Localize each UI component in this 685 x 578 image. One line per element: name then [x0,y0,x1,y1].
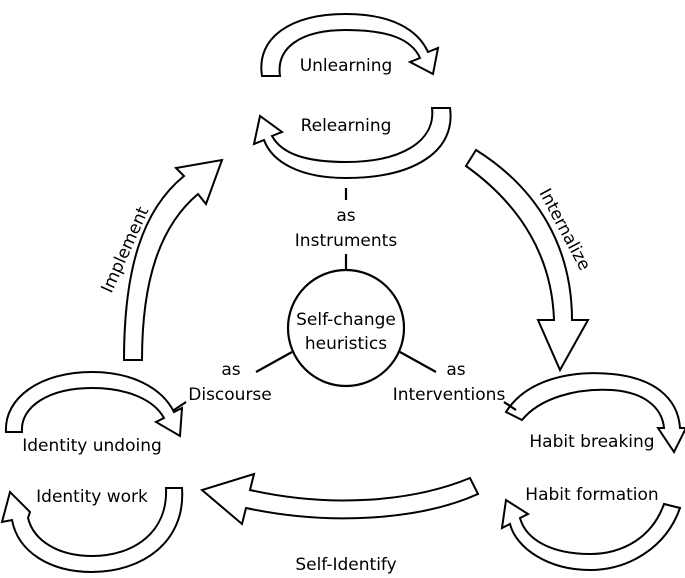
connector-right [399,351,437,373]
connector-left [255,351,293,373]
unlearning-arrow [260,12,440,77]
identity-work-label: Identity work [36,487,148,507]
self-identify-arrow [199,472,480,526]
habit-breaking-arrow [504,372,685,454]
unlearning-label: Unlearning [300,56,393,76]
connector-top-label: Instruments [295,231,398,251]
relearning-label: Relearning [301,116,392,136]
habit-formation-label: Habit formation [525,485,658,505]
top-cycle: Unlearning Relearning [252,12,452,180]
connector-right-label: Interventions [393,385,506,405]
connector-right-label-as: as [446,360,465,380]
center-label-line1: Self-change [296,310,396,330]
habit-breaking-label: Habit breaking [529,432,654,452]
center-circle [286,268,406,388]
implement-arrow [122,158,224,361]
connector-right-outer [503,401,517,411]
connector-top-label-as: as [336,206,355,226]
connector-left-outer [173,401,187,411]
center-label-line2: heuristics [305,334,387,354]
self-identify-label: Self-Identify [295,555,396,575]
relearning-arrow [252,107,452,180]
connector-left-label-as: as [221,360,240,380]
internalize-arrow [464,148,590,373]
identity-undoing-arrow [4,370,184,438]
identity-undoing-label: Identity undoing [22,436,162,456]
left-cycle: Identity undoing Identity work [0,370,184,574]
right-cycle: Habit breaking Habit formation [500,372,685,572]
identity-work-arrow [0,487,184,574]
habit-formation-arrow [500,498,682,572]
center-hub: Self-change heuristics as Instruments as… [173,188,517,411]
connector-left-label: Discourse [188,385,272,405]
